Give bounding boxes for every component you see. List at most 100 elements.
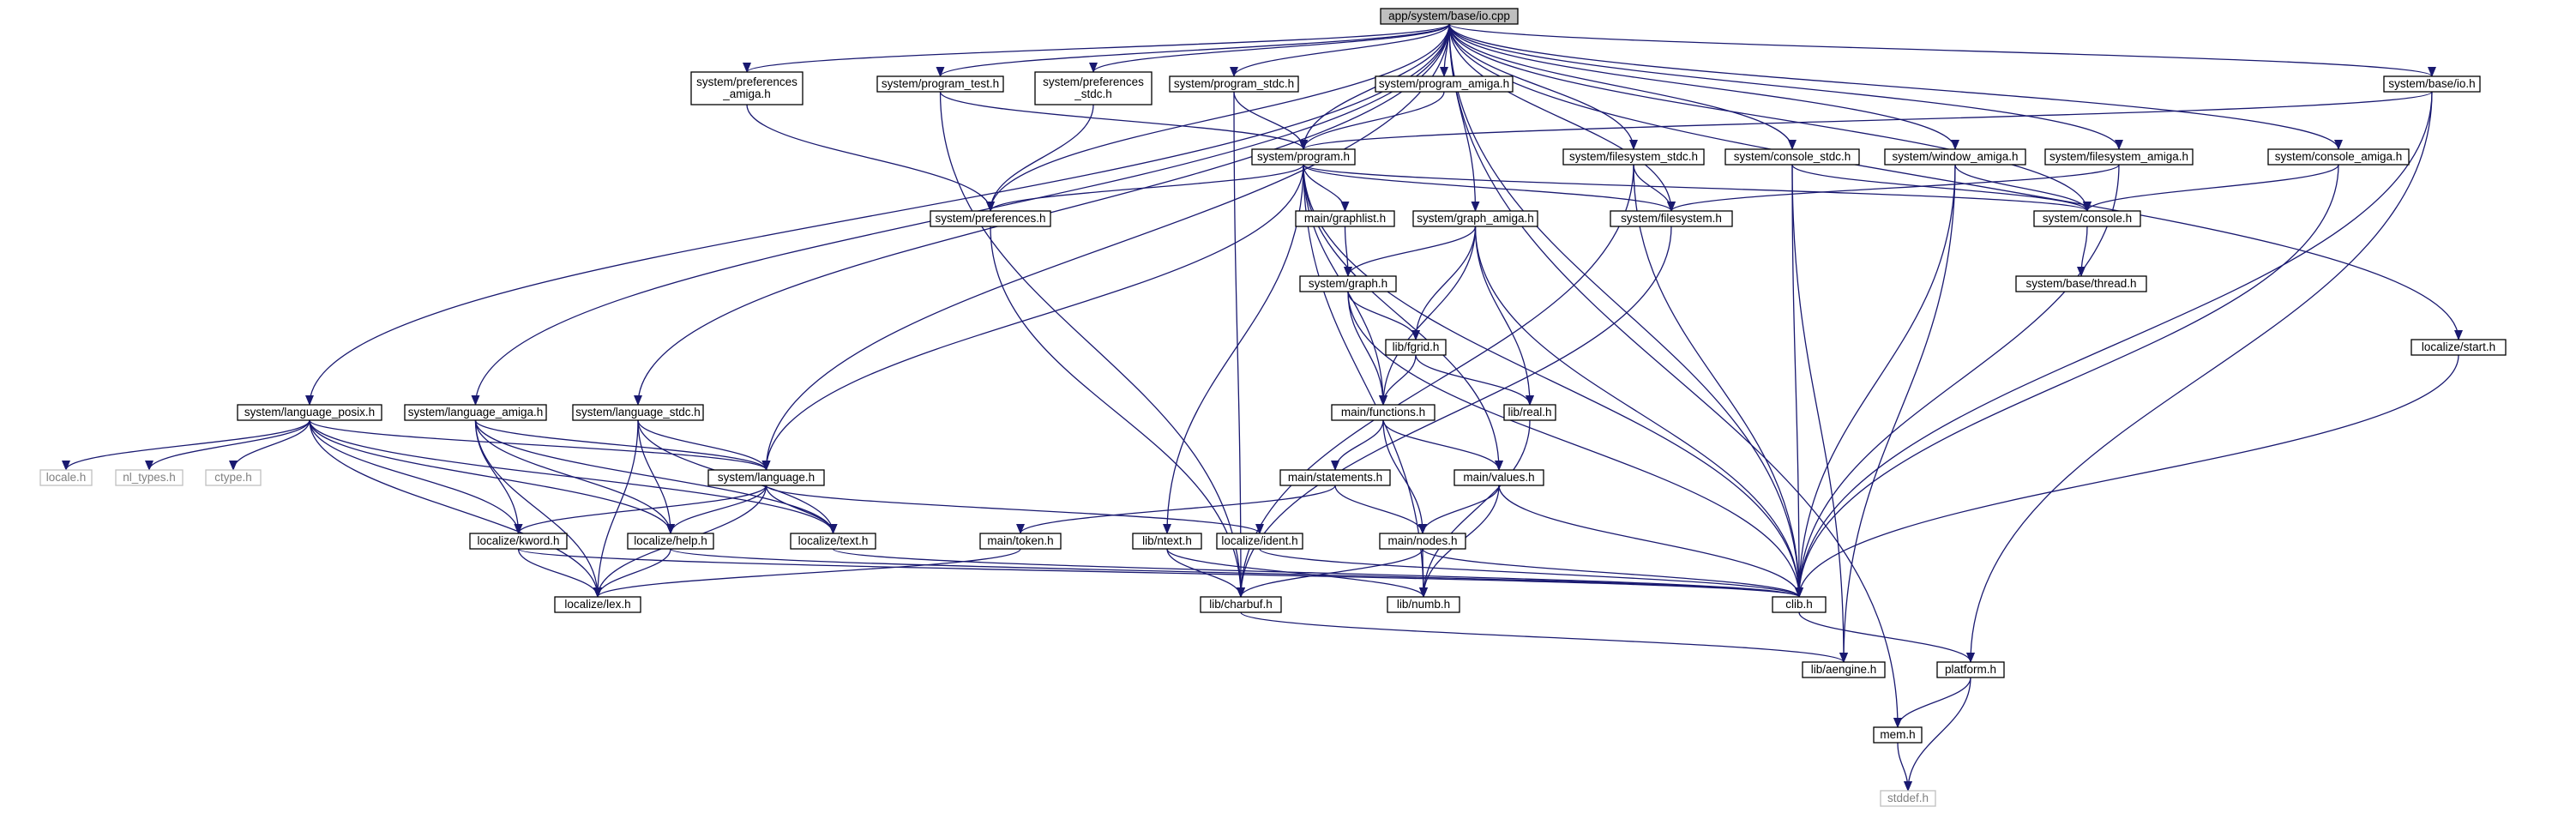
node-pref_amiga_h[interactable]: system/preferences_amiga.h [690, 71, 803, 105]
node-clib_h[interactable]: clib.h [1772, 596, 1827, 613]
node-stddef_h[interactable]: stddef.h [1880, 790, 1936, 807]
node-numb_h[interactable]: lib/numb.h [1387, 596, 1460, 613]
node-label: system/console_stdc.h [1734, 150, 1851, 163]
node-box [2044, 148, 2194, 166]
node-nl_types_h[interactable]: nl_types.h [115, 469, 184, 486]
edge-io_cpp-to-console_stdc_h [1448, 23, 1797, 150]
node-box [1387, 596, 1460, 613]
edge-io_cpp-to-language_h [761, 23, 1450, 471]
node-base_io_h[interactable]: system/base/io.h [2383, 75, 2481, 93]
node-box [572, 404, 704, 421]
node-kword_h[interactable]: localize/kword.h [469, 533, 568, 550]
node-functions_h[interactable]: main/functions.h [1331, 404, 1435, 421]
node-lang_stdc_h[interactable]: system/language_stdc.h [572, 404, 704, 421]
node-lang_amiga_h[interactable]: system/language_amiga.h [404, 404, 547, 421]
node-program_h[interactable]: system/program.h [1251, 148, 1356, 166]
node-ident_h[interactable]: localize/ident.h [1216, 533, 1303, 550]
node-console_h[interactable]: system/console.h [2033, 210, 2141, 227]
node-start_h[interactable]: localize/start.h [2410, 339, 2507, 356]
node-label: main/nodes.h [1387, 534, 1457, 547]
node-box [404, 404, 547, 421]
node-label: nl_types.h [123, 471, 176, 484]
edge-lang_posix_h-to-nl_types_h [145, 419, 310, 471]
node-ntext_h[interactable]: lib/ntext.h [1132, 533, 1202, 550]
node-box [1279, 469, 1391, 486]
node-filesystem_h[interactable]: system/filesystem.h [1610, 210, 1733, 227]
node-label: main/functions.h [1341, 406, 1425, 419]
node-statements_h[interactable]: main/statements.h [1279, 469, 1391, 486]
edge-lang_posix_h-to-language_h [309, 419, 771, 471]
node-token_h[interactable]: main/token.h [979, 533, 1062, 550]
node-help_h[interactable]: localize/help.h [627, 533, 714, 550]
edge-pref_stdc_h-to-preferences_h [986, 104, 1094, 212]
node-graph_amiga_h[interactable]: system/graph_amiga.h [1412, 210, 1538, 227]
node-box [1200, 596, 1282, 613]
node-real_h[interactable]: lib/real.h [1503, 404, 1556, 421]
edge-real_h-to-numb_h [1419, 419, 1531, 598]
node-box [1379, 533, 1466, 550]
node-values_h[interactable]: main/values.h [1454, 469, 1544, 486]
node-console_amiga_h[interactable]: system/console_amiga.h [2267, 148, 2410, 166]
edge-functions_h-to-statements_h [1331, 419, 1384, 471]
node-box [1169, 75, 1299, 93]
node-label: system/console_amiga.h [2275, 150, 2403, 163]
edge-clib_h-to-platform_h [1798, 611, 1975, 663]
edge-graphlist_h-to-graph_h [1343, 226, 1352, 277]
node-thread_h[interactable]: system/base/thread.h [2015, 275, 2147, 292]
node-box [1880, 790, 1936, 807]
node-lex_h[interactable]: localize/lex.h [554, 596, 641, 613]
node-box [2383, 75, 2481, 93]
node-mem_h[interactable]: mem.h [1873, 726, 1923, 744]
node-language_h[interactable]: system/language.h [707, 469, 825, 486]
node-pref_stdc_h[interactable]: system/preferences_stdc.h [1034, 71, 1153, 105]
node-charbuf_h[interactable]: lib/charbuf.h [1200, 596, 1282, 613]
node-window_amiga_h[interactable]: system/window_amiga.h [1884, 148, 2026, 166]
edge-graph_amiga_h-to-fgrid_h [1411, 226, 1477, 340]
edge-start_h-to-clib_h [1795, 354, 2459, 598]
node-label: system/filesystem.h [1621, 212, 1722, 225]
edge-charbuf_h-to-aengine_h [1240, 611, 1848, 663]
node-label: clib.h [1785, 598, 1813, 611]
node-io_cpp[interactable]: app/system/base/io.cpp [1380, 8, 1519, 25]
node-label: platform.h [1945, 663, 1996, 676]
edge-fs_amiga_h-to-clib_h [1795, 164, 2120, 598]
edge-functions_h-to-values_h [1382, 419, 1503, 471]
node-text_h[interactable]: localize/text.h [790, 533, 876, 550]
node-program_test_h[interactable]: system/program_test.h [876, 75, 1004, 93]
node-graphlist_h[interactable]: main/graphlist.h [1295, 210, 1395, 227]
node-aengine_h[interactable]: lib/aengine.h [1802, 661, 1886, 678]
edge-mem_h-to-stddef_h [1897, 742, 1912, 792]
node-nodes_h[interactable]: main/nodes.h [1379, 533, 1466, 550]
node-layer: app/system/base/io.cpp mem.h system/prefer… [39, 8, 2507, 807]
node-graph_h[interactable]: system/graph.h [1299, 275, 1397, 292]
edge-lang_amiga_h-to-kword_h [474, 419, 523, 534]
node-lang_posix_h[interactable]: system/language_posix.h [237, 404, 382, 421]
node-label: lib/charbuf.h [1209, 598, 1273, 611]
edge-io_cpp-to-preferences_h [986, 23, 1450, 212]
node-console_stdc_h[interactable]: system/console_stdc.h [1724, 148, 1860, 166]
node-fgrid_h[interactable]: lib/fgrid.h [1385, 339, 1447, 356]
node-box [707, 469, 825, 486]
node-program_stdc_h[interactable]: system/program_stdc.h [1169, 75, 1299, 93]
node-locale_h[interactable]: locale.h [39, 469, 93, 486]
edge-io_cpp-to-filesystem_h [1448, 23, 1676, 212]
edge-fs_stdc_h-to-clib_h [1633, 164, 1803, 598]
node-box [1132, 533, 1202, 550]
node-program_amiga_h[interactable]: system/program_amiga.h [1375, 75, 1514, 93]
edge-program_stdc_h-to-charbuf_h [1233, 91, 1245, 598]
edge-lang_posix_h-to-locale_h [62, 419, 310, 471]
edge-values_h-to-clib_h [1498, 485, 1803, 598]
edge-io_cpp-to-pref_amiga_h [743, 23, 1450, 73]
edge-platform_h-to-mem_h [1893, 677, 1971, 728]
edge-io_cpp-to-window_amiga_h [1448, 23, 1959, 150]
edge-base_io_h-to-program_h [1299, 91, 2433, 150]
node-platform_h[interactable]: platform.h [1936, 661, 2005, 678]
edge-console_amiga_h-to-clib_h [1795, 164, 2339, 598]
edge-values_h-to-nodes_h [1418, 485, 1500, 534]
edge-lang_amiga_h-to-help_h [474, 419, 675, 534]
node-preferences_h[interactable]: system/preferences.h [930, 210, 1051, 227]
node-ctype_h[interactable]: ctype.h [205, 469, 262, 486]
node-fs_amiga_h[interactable]: system/filesystem_amiga.h [2044, 148, 2194, 166]
node-fs_stdc_h[interactable]: system/filesystem_stdc.h [1562, 148, 1705, 166]
node-label: localize/kword.h [477, 534, 559, 547]
